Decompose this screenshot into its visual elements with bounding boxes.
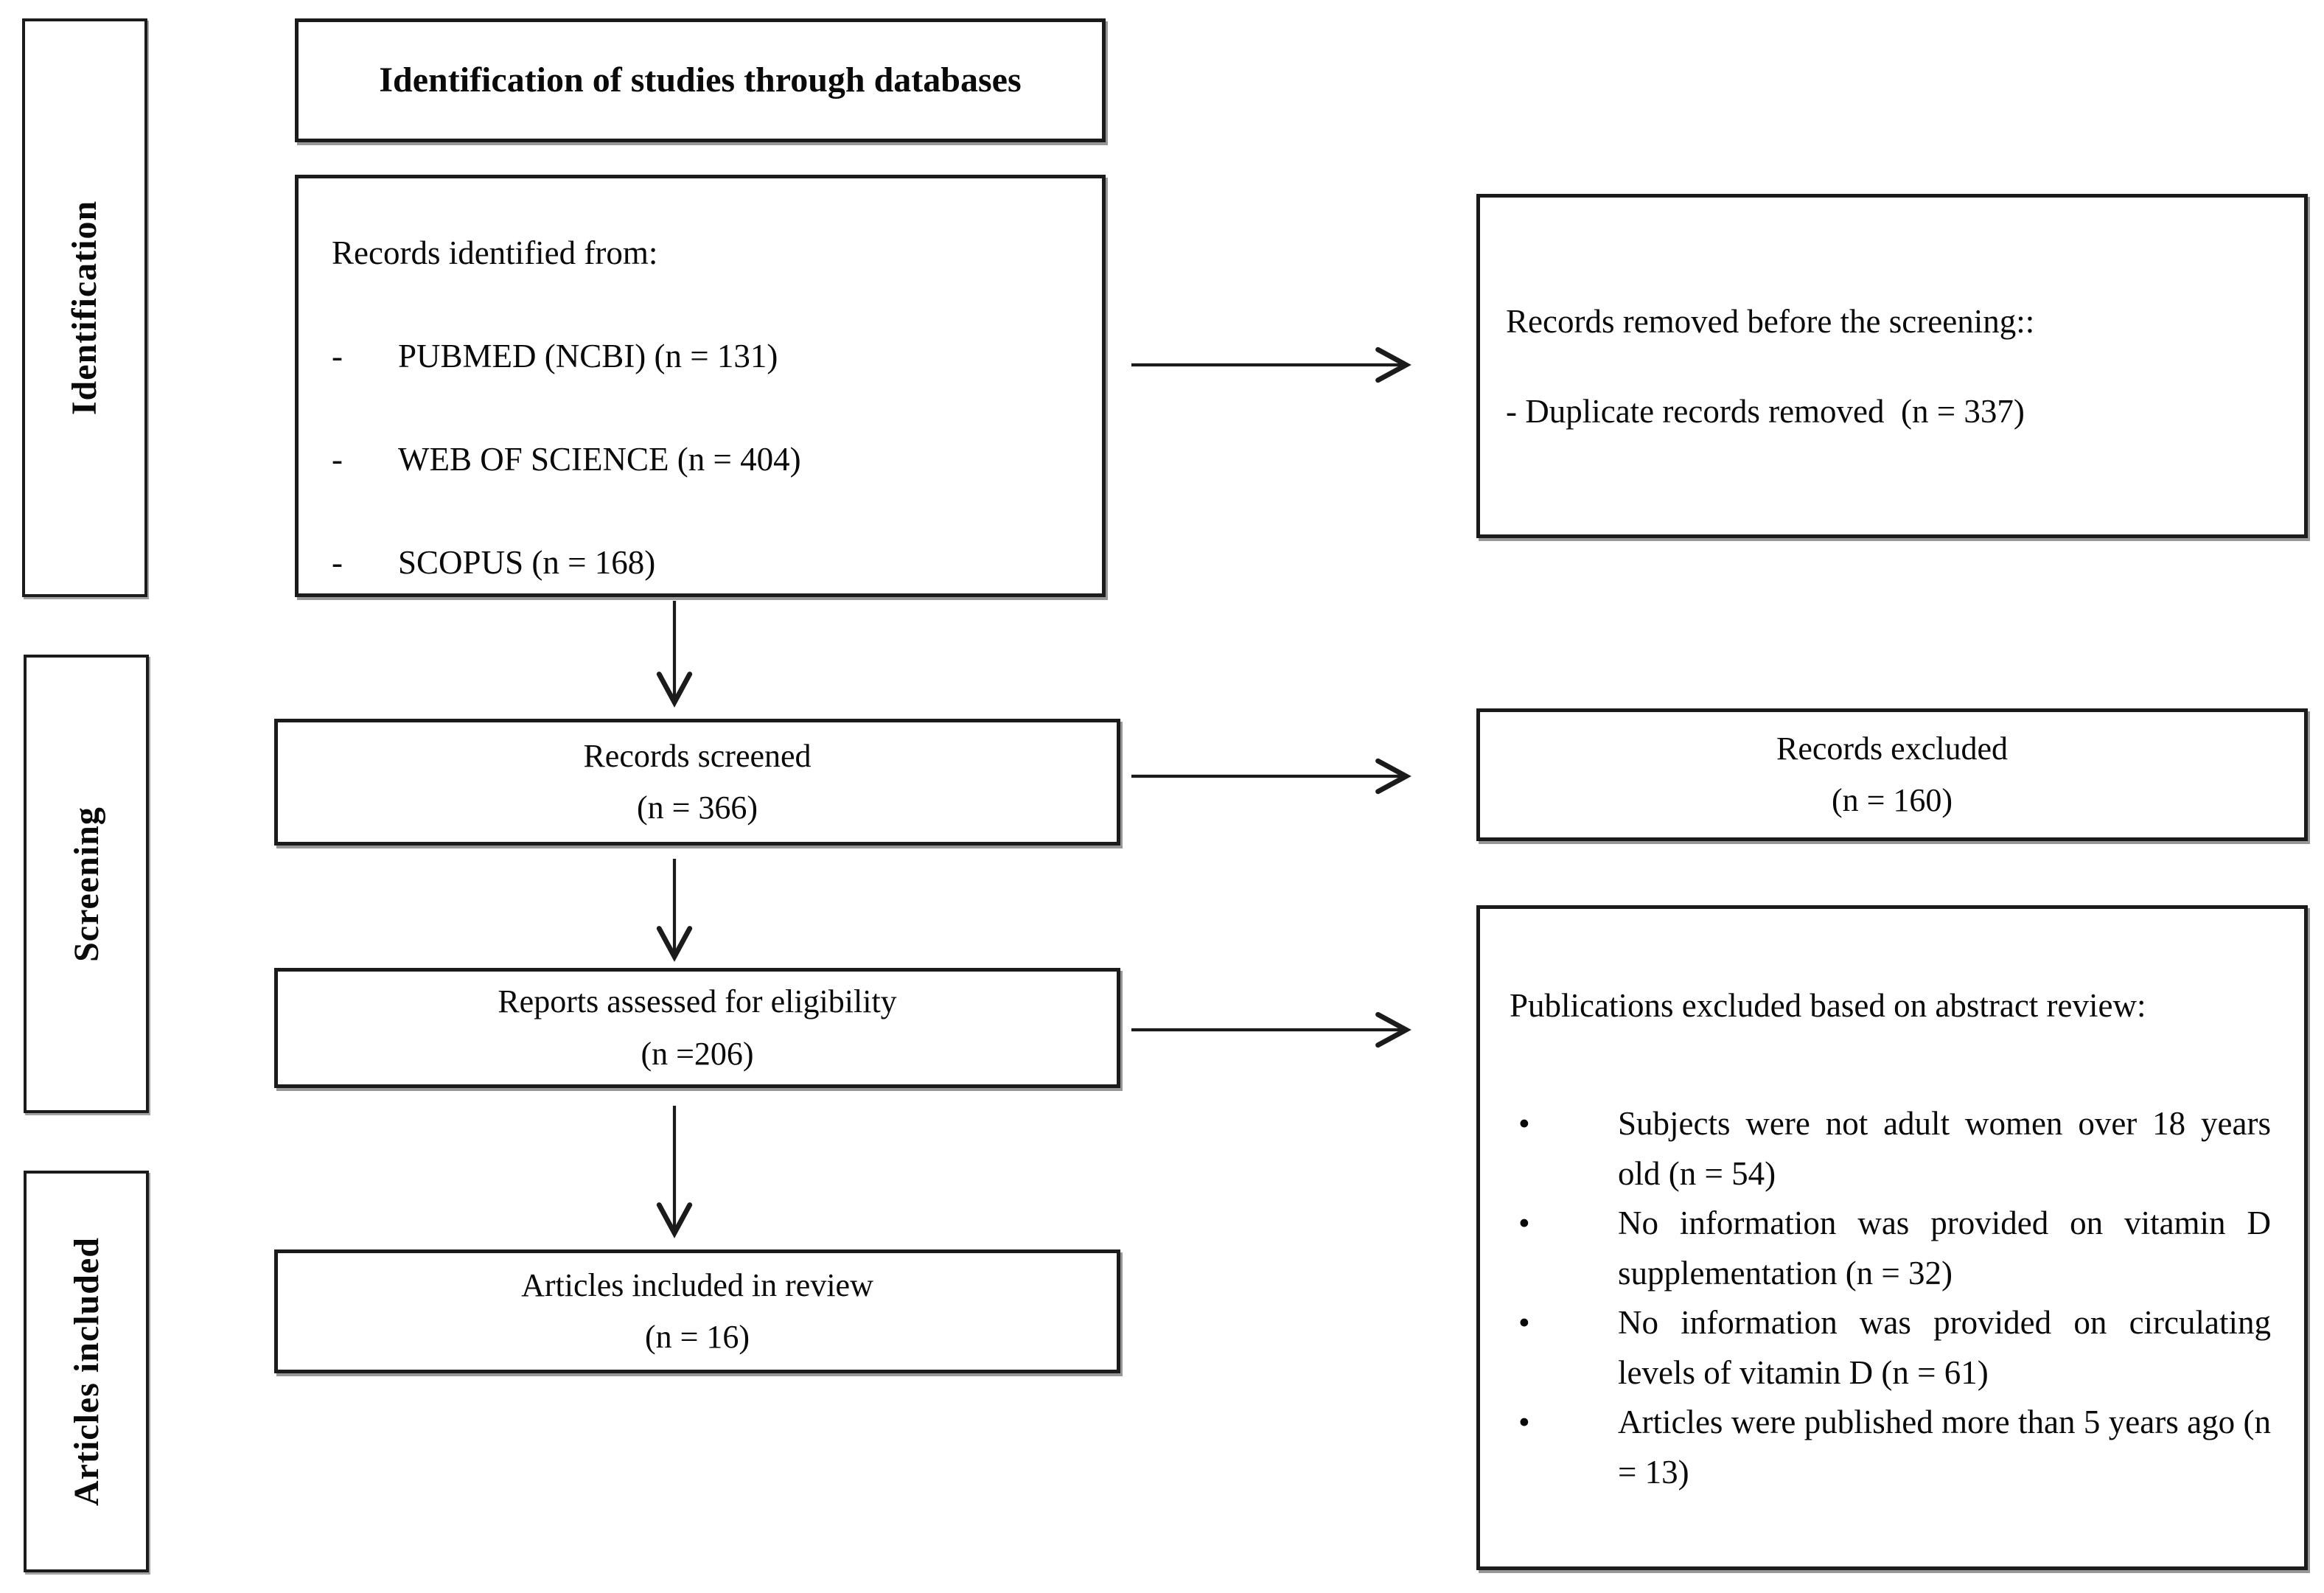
dot-bullet-icon: •: [1518, 1205, 1530, 1242]
reports-assessed-count: (n =206): [641, 1035, 754, 1072]
records-excluded-count: (n = 160): [1831, 782, 1953, 818]
stage-box-articles-included: Articles included: [24, 1171, 149, 1572]
diagram-title: Identification of studies through databa…: [379, 60, 1022, 100]
stage-box-screening: Screening: [24, 655, 149, 1113]
articles-included-box: Articles included in review (n = 16): [274, 1249, 1120, 1373]
articles-included-count: (n = 16): [644, 1319, 750, 1355]
records-screened-box: Records screened (n = 366): [274, 719, 1120, 846]
reports-assessed-box: Reports assessed for eligibility (n =206…: [274, 968, 1120, 1088]
dash-bullet-icon: -: [332, 544, 343, 581]
database-pubmed: PUBMED (NCBI) (n = 131): [398, 338, 778, 374]
records-excluded-label: Records excluded: [1776, 730, 2008, 767]
diagram-title-box: Identification of studies through databa…: [295, 18, 1106, 142]
list-item: - WEB OF SCIENCE (n = 404): [332, 440, 1072, 478]
list-item: • Articles were published more than 5 ye…: [1510, 1398, 2271, 1497]
exclusion-reason-circulating-levels: No information was provided on circulati…: [1618, 1304, 2271, 1391]
exclusion-reason-list: • Subjects were not adult women over 18 …: [1510, 1099, 2271, 1497]
database-web-of-science: WEB OF SCIENCE (n = 404): [398, 441, 801, 478]
exclusion-reason-published-age: Articles were published more than 5 year…: [1618, 1404, 2271, 1491]
dash-bullet-icon: -: [332, 441, 343, 478]
records-identified-heading: Records identified from:: [332, 234, 658, 271]
dot-bullet-icon: •: [1518, 1304, 1530, 1342]
records-removed-box: Records removed before the screening:: -…: [1476, 194, 2308, 538]
reports-assessed-label: Reports assessed for eligibility: [498, 983, 897, 1020]
articles-included-label: Articles included in review: [521, 1266, 873, 1303]
stage-label-articles-included: Articles included: [66, 1237, 106, 1506]
stage-label-screening: Screening: [66, 806, 106, 962]
records-screened-count: (n = 366): [636, 789, 758, 826]
list-item: - SCOPUS (n = 168): [332, 543, 1072, 582]
stage-box-identification: Identification: [22, 18, 147, 597]
duplicate-records-removed: - Duplicate records removed (n = 337): [1506, 392, 2025, 430]
records-identified-box: Records identified from: - PUBMED (NCBI)…: [295, 175, 1106, 597]
exclusion-reason-subjects: Subjects were not adult women over 18 ye…: [1618, 1105, 2271, 1192]
stage-label-identification: Identification: [65, 200, 105, 416]
list-item: • Subjects were not adult women over 18 …: [1510, 1099, 2271, 1199]
list-item: • No information was provided on vitamin…: [1510, 1199, 2271, 1298]
records-excluded-box: Records excluded (n = 160): [1476, 708, 2308, 841]
database-scopus: SCOPUS (n = 168): [398, 544, 656, 581]
dot-bullet-icon: •: [1518, 1105, 1530, 1143]
publications-excluded-box: Publications excluded based on abstract …: [1476, 905, 2308, 1570]
list-item: - PUBMED (NCBI) (n = 131): [332, 337, 1072, 375]
list-item: • No information was provided on circula…: [1510, 1298, 2271, 1398]
publications-excluded-heading: Publications excluded based on abstract …: [1510, 987, 2146, 1024]
exclusion-reason-supplementation: No information was provided on vitamin D…: [1618, 1205, 2271, 1292]
records-removed-heading: Records removed before the screening::: [1506, 302, 2035, 340]
dash-bullet-icon: -: [332, 338, 343, 374]
records-screened-label: Records screened: [583, 737, 812, 774]
dot-bullet-icon: •: [1518, 1404, 1530, 1441]
